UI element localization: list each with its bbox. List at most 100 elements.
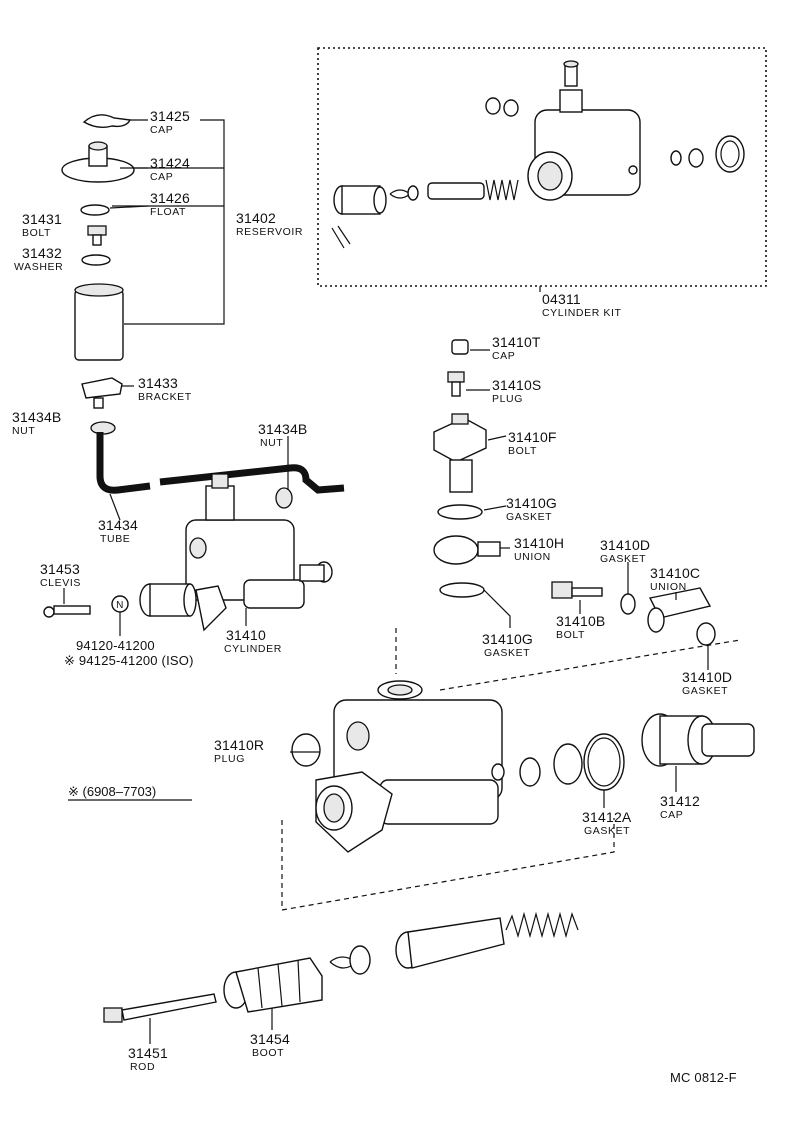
kit-seal-ring bbox=[485, 97, 501, 115]
kit-cylinder-body bbox=[527, 60, 641, 201]
kit-seal-ring bbox=[503, 99, 519, 117]
cylinder-boot bbox=[139, 583, 197, 617]
part-name: GASKET bbox=[682, 685, 728, 697]
cylinder-assembly bbox=[139, 473, 333, 632]
diagram-code: MC 0812-F bbox=[670, 1070, 737, 1085]
std-part-number-iso: ※ 94125-41200 (ISO) bbox=[64, 653, 194, 668]
gasket-31410g-top bbox=[437, 504, 483, 520]
label-nut-31434b-left: 31434B NUT bbox=[12, 409, 61, 437]
brake-tube-left bbox=[96, 432, 151, 494]
label-gasket-31410g-bottom: 31410G GASKET bbox=[482, 631, 533, 659]
label-cap-31410t: 31410T CAP bbox=[492, 334, 541, 362]
label-gasket-31412a: 31412A GASKET bbox=[582, 809, 632, 837]
label-nut-31434b-right: 31434B NUT bbox=[258, 421, 307, 449]
leader-lines bbox=[63, 119, 709, 1044]
label-gasket-31410d-bottom: 31410D GASKET bbox=[682, 669, 732, 697]
part-name: NUT bbox=[12, 425, 35, 437]
kit-clip bbox=[389, 189, 411, 199]
gasket-31410g-bottom bbox=[439, 582, 485, 598]
reservoir-body bbox=[74, 283, 124, 361]
label-plug-31410r: 31410R PLUG bbox=[214, 737, 264, 765]
part-number: 31410G bbox=[506, 495, 557, 511]
part-number: 31453 bbox=[40, 561, 80, 577]
reservoir-bracket-line bbox=[124, 119, 225, 325]
part-name: ROD bbox=[130, 1061, 155, 1073]
part-name: WASHER bbox=[14, 261, 63, 273]
part-name: CLEVIS bbox=[40, 577, 81, 589]
label-cap-31412: 31412 CAP bbox=[660, 793, 700, 821]
label-washer-31432: 31432 WASHER bbox=[14, 245, 63, 273]
part-name: BOLT bbox=[508, 445, 537, 457]
label-reservoir-31402: 31402 RESERVOIR bbox=[236, 210, 303, 238]
part-number: 31451 bbox=[128, 1045, 168, 1061]
part-name: BRACKET bbox=[138, 391, 192, 403]
kit-washer bbox=[670, 150, 682, 166]
part-number: 31412 bbox=[660, 793, 700, 809]
date-range-text: ※ (6908–7703) bbox=[68, 784, 156, 799]
gasket-31410d-top bbox=[620, 593, 636, 615]
cylinder-seal-ring bbox=[519, 757, 541, 787]
part-name: BOLT bbox=[556, 629, 585, 641]
part-number: 31410S bbox=[492, 377, 541, 393]
part-name: BOLT bbox=[22, 227, 51, 239]
part-name: CAP bbox=[492, 350, 515, 362]
large-cylinder-body bbox=[315, 680, 505, 853]
part-number: 31410D bbox=[600, 537, 650, 553]
label-gasket-31410g-top: 31410G GASKET bbox=[506, 495, 557, 523]
label-clevis-31453: 31453 CLEVIS bbox=[40, 561, 81, 589]
kit-piston bbox=[427, 179, 519, 201]
part-number: 31426 bbox=[150, 190, 190, 206]
label-bracket-31433: 31433 BRACKET bbox=[138, 375, 192, 403]
washer bbox=[81, 254, 111, 266]
part-number: 31433 bbox=[138, 375, 178, 391]
part-name: CAP bbox=[150, 124, 173, 136]
part-number: 31432 bbox=[22, 245, 62, 261]
part-number: 31410C bbox=[650, 565, 700, 581]
label-rod-31451: 31451 ROD bbox=[128, 1045, 168, 1073]
label-union-31410c: 31410C UNION bbox=[650, 565, 700, 593]
part-name: PLUG bbox=[492, 393, 523, 405]
union-31410h-part bbox=[433, 535, 501, 565]
part-name: CYLINDER KIT bbox=[542, 307, 622, 319]
part-number: 31410 bbox=[226, 627, 266, 643]
label-bolt-31410b: 31410B BOLT bbox=[556, 613, 605, 641]
rod-part bbox=[103, 993, 217, 1023]
part-number: 31434B bbox=[258, 421, 307, 437]
part-name: UNION bbox=[514, 551, 551, 563]
part-name: GASKET bbox=[506, 511, 552, 523]
part-number: 31410D bbox=[682, 669, 732, 685]
union-31410c-part bbox=[647, 587, 712, 633]
piston-part bbox=[395, 911, 579, 969]
label-cylinder-31410: 31410 CYLINDER bbox=[224, 627, 282, 655]
bracket-part bbox=[81, 377, 123, 409]
label-cap-31424: 31424 CAP bbox=[150, 155, 190, 183]
label-tube-31434: 31434 TUBE bbox=[98, 517, 138, 545]
part-name: PLUG bbox=[214, 753, 245, 765]
boot-part bbox=[223, 957, 323, 1013]
part-name: GASKET bbox=[584, 825, 630, 837]
gasket-31410d-bottom bbox=[696, 622, 716, 646]
part-number: 31410G bbox=[482, 631, 533, 647]
float bbox=[80, 204, 110, 216]
brake-tube-right bbox=[159, 464, 345, 494]
part-name: CYLINDER bbox=[224, 643, 282, 655]
part-name: RESERVOIR bbox=[236, 226, 303, 238]
part-name: NUT bbox=[260, 437, 283, 449]
part-number: 31425 bbox=[150, 108, 190, 124]
label-bolt-31410f: 31410F BOLT bbox=[508, 429, 557, 457]
cylinder-cup bbox=[553, 743, 583, 785]
bolt-31410f-part bbox=[433, 413, 487, 493]
part-number: 31424 bbox=[150, 155, 190, 171]
cylinder-kit-border bbox=[317, 47, 767, 287]
part-number: 31412A bbox=[582, 809, 632, 825]
label-cylinder-kit-04311: 04311 CYLINDER KIT bbox=[542, 291, 622, 319]
clevis-part bbox=[43, 605, 91, 618]
nut-symbol: N bbox=[116, 600, 124, 611]
bolt-31410b-part bbox=[551, 581, 603, 599]
plug-31410r-part bbox=[291, 733, 321, 767]
part-number: 31410R bbox=[214, 737, 264, 753]
part-number: 31410F bbox=[508, 429, 557, 445]
part-number: 04311 bbox=[542, 291, 581, 307]
reservoir-bolt bbox=[87, 225, 107, 246]
